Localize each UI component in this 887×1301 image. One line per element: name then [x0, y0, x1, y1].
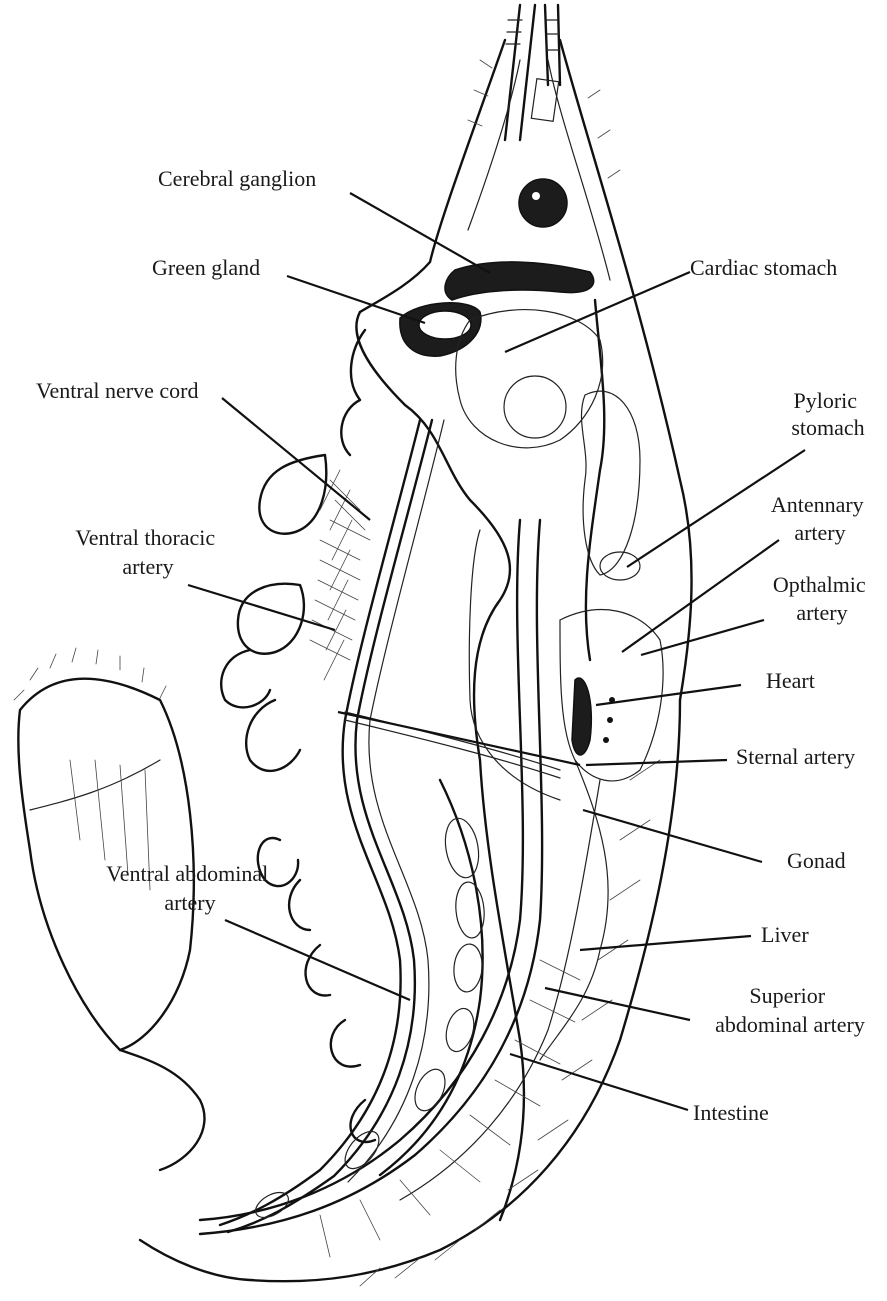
label-ventral-thoracic-artery: Ventral thoracic artery	[75, 525, 220, 579]
green-gland-shape	[400, 303, 481, 356]
sternal-artery-shape	[345, 712, 560, 778]
antennae	[505, 5, 560, 140]
label-green-gland: Green gland	[152, 255, 260, 280]
label-cerebral-ganglion: Cerebral ganglion	[158, 166, 316, 191]
label-pyloric-stomach: Pyloric stomach	[791, 388, 864, 440]
label-gonad: Gonad	[787, 848, 846, 873]
gonad-shape	[469, 530, 560, 800]
eye	[519, 179, 567, 227]
label-heart: Heart	[766, 668, 815, 693]
label-liver: Liver	[761, 922, 809, 947]
label-ventral-nerve-cord: Ventral nerve cord	[36, 378, 198, 403]
label-superior-abdominal-artery: Superior abdominal artery	[715, 983, 865, 1037]
cerebral-ganglion-shape	[445, 262, 594, 300]
label-intestine: Intestine	[693, 1100, 769, 1125]
label-ventral-abdominal-artery: Ventral abdominal artery	[106, 861, 273, 915]
walking-legs	[221, 330, 375, 1142]
cephalothorax	[356, 312, 524, 1220]
leader-lines	[188, 193, 805, 1110]
label-antennary-artery: Antennary artery	[771, 492, 869, 545]
label-cardiac-stomach: Cardiac stomach	[690, 255, 837, 280]
liver-shape	[540, 760, 608, 1060]
carapace	[360, 40, 692, 700]
label-sternal-artery: Sternal artery	[736, 744, 855, 769]
shrimp-illustration	[14, 5, 692, 1286]
heart-shape	[560, 610, 663, 781]
ventral-nerve-cord-shape	[220, 420, 444, 1232]
label-opthalmic-artery: Opthalmic artery	[773, 572, 871, 625]
